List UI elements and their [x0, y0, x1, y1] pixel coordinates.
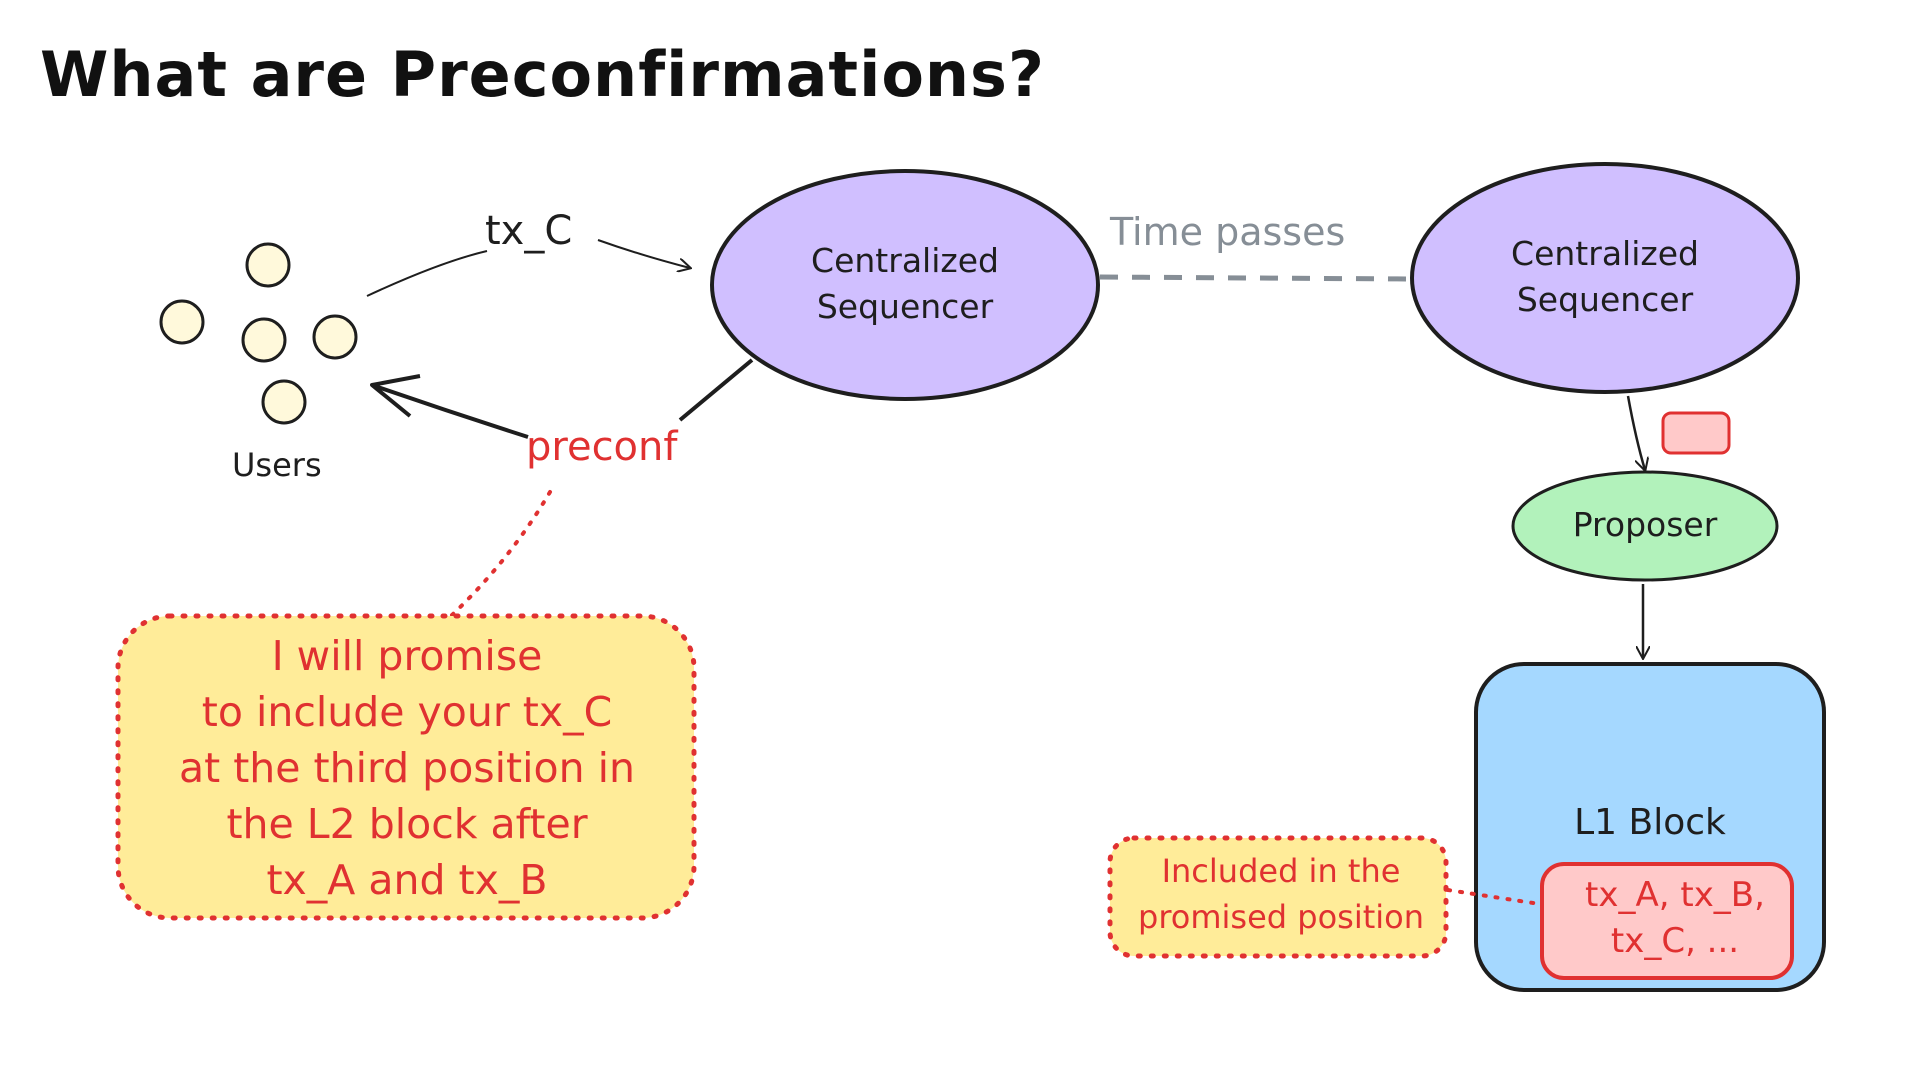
- time-passes-label: Time passes: [1110, 210, 1346, 254]
- preconf-arrow: [678, 358, 754, 422]
- included-connector: [1446, 888, 1542, 906]
- sequencer-left-label: Centralized Sequencer: [755, 238, 1055, 330]
- sequencer-left-line2: Sequencer: [816, 287, 994, 326]
- promise-line: to include your tx_C: [201, 688, 613, 736]
- promise-line: tx_A and tx_B: [266, 856, 548, 904]
- sequencer-right-label: Centralized Sequencer: [1455, 231, 1755, 323]
- tx-list-line1: tx_A, tx_B,: [1585, 875, 1765, 915]
- sequencer-right-line1: Centralized: [1511, 234, 1699, 273]
- tx-arrow-head: [597, 239, 690, 268]
- time-passes-connector: [1099, 274, 1409, 282]
- users-label: Users: [232, 446, 322, 484]
- sequencer-right-shape[interactable]: [1410, 162, 1800, 394]
- promise-line: the L2 block after: [226, 800, 588, 848]
- tx-list-line2: tx_C, ...: [1610, 921, 1740, 961]
- tx-list-text: tx_A, tx_B, tx_C, ...: [1550, 872, 1800, 964]
- preconf-arrow-line: [371, 383, 529, 439]
- page-title: What are Preconfirmations?: [40, 38, 1045, 111]
- promise-line: at the third position in: [178, 744, 635, 792]
- sequencer-left-shape[interactable]: [710, 169, 1100, 401]
- sequencer-to-proposer-arrow: [1626, 395, 1645, 470]
- promise-note-shape: [115, 613, 697, 921]
- promise-note-text: I will promise to include your tx_C at t…: [122, 628, 692, 908]
- users-group[interactable]: [159, 242, 358, 425]
- proposer-label: Proposer: [1572, 505, 1718, 544]
- user-circle-icon: [159, 299, 205, 345]
- included-note-text: Included in the promised position: [1116, 848, 1446, 940]
- user-circle-icon: [245, 242, 291, 288]
- proposer-shape[interactable]: [1511, 470, 1779, 582]
- sequencer-right-line2: Sequencer: [1516, 280, 1694, 319]
- preconf-note-connector: [450, 490, 552, 617]
- l1-block-label: L1 Block: [1574, 802, 1726, 843]
- user-circle-icon: [241, 317, 287, 363]
- tx-arrow: [366, 250, 488, 297]
- included-line1: Included in the: [1161, 852, 1401, 890]
- tx-packet: [1661, 411, 1731, 455]
- sequencer-left-line1: Centralized: [811, 241, 999, 280]
- preconf-label: preconf: [526, 424, 678, 470]
- promise-line: I will promise: [271, 632, 543, 680]
- preconf-arrow-head: [370, 374, 421, 418]
- tx-list-box: [1540, 862, 1794, 980]
- user-circle-icon: [312, 314, 358, 360]
- tx-label: tx_C: [485, 208, 573, 254]
- included-line2: promised position: [1138, 898, 1424, 936]
- user-circle-icon: [261, 379, 307, 425]
- included-note-shape: [1107, 835, 1449, 959]
